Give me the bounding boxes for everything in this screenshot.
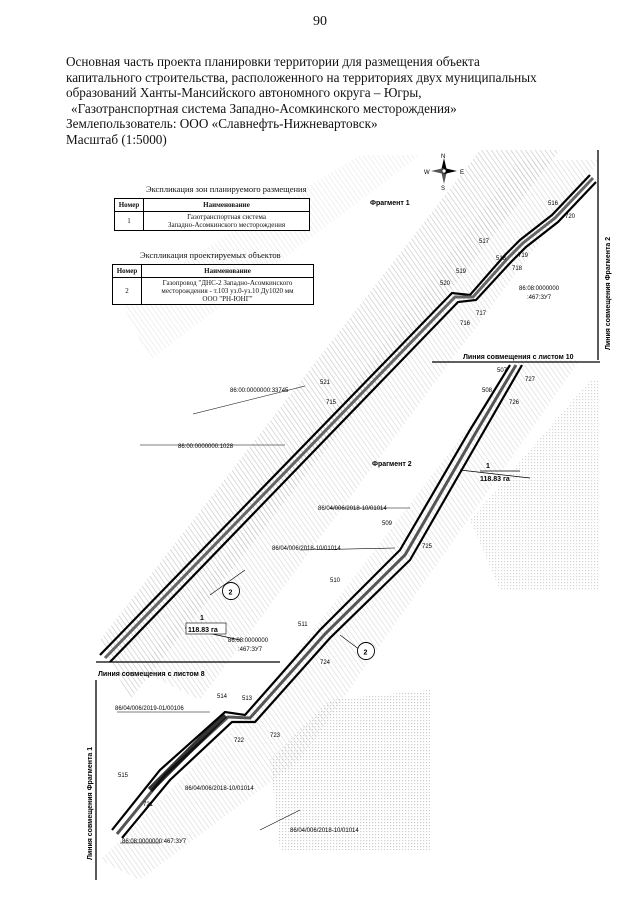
header-line-6: Масштаб (1:5000) xyxy=(66,131,167,147)
match-line-sheet-10: Линия совмещения с листом 10 xyxy=(463,354,574,361)
header-line-3: образований Ханты-Мансийского автономног… xyxy=(66,85,422,101)
point-517: 517 xyxy=(479,239,490,245)
cadastral-6: 86:08:0000000 xyxy=(228,638,269,644)
cadastral-7: 86/04/006/2019-01/00106 xyxy=(115,706,184,712)
zone-marker-top: 1 118.83 га xyxy=(480,463,520,483)
point-511: 511 xyxy=(298,622,308,628)
match-line-sheet-8: Линия совмещения с листом 8 xyxy=(98,671,205,678)
zone-area-top: 118.83 га xyxy=(480,476,510,483)
header-line-5: Землепользователь: ООО «Славнефть-Нижнев… xyxy=(66,116,378,132)
legend-zones-col-name: Наименование xyxy=(143,198,310,212)
point-727: 727 xyxy=(525,377,536,383)
cadastral-2: 86:00:0000000:33745 xyxy=(230,388,289,394)
fragment-1-label: Фрагмент 1 xyxy=(370,200,410,207)
document-header: Основная часть проекта планировки террит… xyxy=(66,54,586,148)
cadastral-labels: 86:08:0000000 :467:ЗУ7 86:00:0000000:337… xyxy=(115,286,560,845)
legend-zones-name-line1: Газотранспортная система xyxy=(187,213,266,221)
compass-s: S xyxy=(441,186,445,192)
cadastral-1: 86:08:0000000 xyxy=(519,286,560,292)
legend-objects-title: Экспликация проектируемых объектов xyxy=(140,250,281,260)
cadastral-1b: :467:ЗУ7 xyxy=(527,295,552,301)
zone-marker-left: 1 118.83 га xyxy=(185,615,227,635)
point-509: 509 xyxy=(382,521,393,527)
point-726: 726 xyxy=(509,400,520,406)
point-510: 510 xyxy=(330,578,341,584)
point-723: 723 xyxy=(270,733,281,739)
point-718: 718 xyxy=(512,266,523,272)
legend-objects-row-name: Газопровод "ДНС-2 Западно-Асомкинского м… xyxy=(141,277,314,305)
header-line-2: капитального строительства, расположенно… xyxy=(66,69,537,85)
point-515: 515 xyxy=(118,773,129,779)
compass-rose-icon: N S W E xyxy=(424,154,464,192)
legend-zones-row-name: Газотранспортная система Западно-Асомкин… xyxy=(143,211,310,231)
point-717: 717 xyxy=(476,311,487,317)
point-720: 720 xyxy=(565,214,576,220)
legend-objects-col-number: Номер xyxy=(112,264,142,278)
legend-objects-name-line2: месторождения - т.103 уз.0-уз.10 Ду1020 … xyxy=(161,287,294,295)
page-number: 90 xyxy=(313,14,327,29)
header-line-1: Основная часть проекта планировки террит… xyxy=(66,54,480,69)
object-marker-b: 2 xyxy=(357,642,375,660)
table-row: 1 Газотранспортная система Западно-Асомк… xyxy=(114,211,310,231)
cadastral-6b: :467:ЗУ7 xyxy=(238,647,263,653)
cadastral-4: 86/04/006/2018-10/01014 xyxy=(318,506,387,512)
leader-lines xyxy=(117,385,410,844)
legend-objects-row-number: 2 xyxy=(112,277,142,305)
cadastral-10: 86:08:0000000:467:ЗУ7 xyxy=(122,839,187,845)
legend-objects-col-name: Наименование xyxy=(141,264,314,278)
compass-e: E xyxy=(460,170,464,176)
cadastral-9: 86/04/006/2018-10/01014 xyxy=(290,828,359,834)
cadastral-5: 86/04/006/2018-10/01014 xyxy=(272,546,341,552)
compass-n: N xyxy=(441,154,445,160)
point-519: 519 xyxy=(456,269,467,275)
point-507: 507 xyxy=(497,368,508,374)
point-518: 518 xyxy=(496,256,507,262)
point-716: 716 xyxy=(460,321,471,327)
compass-w: W xyxy=(424,170,430,176)
fragment-1-frame xyxy=(95,150,600,880)
point-721: 721 xyxy=(143,802,154,808)
point-513: 513 xyxy=(242,696,253,702)
legend-objects-name-line3: ООО "РН-ЮНГ" xyxy=(202,295,253,303)
point-516: 516 xyxy=(548,201,559,207)
point-508: 508 xyxy=(482,388,493,394)
point-labels: 516 720 517 719 518 718 519 520 717 716 … xyxy=(118,201,576,808)
point-724: 724 xyxy=(320,660,331,666)
point-725: 725 xyxy=(422,544,433,550)
point-520: 520 xyxy=(440,281,451,287)
legend-zones-name-line2: Западно-Асомкинского месторождения xyxy=(167,221,286,229)
point-715: 715 xyxy=(326,400,337,406)
cadastral-8: 86/04/006/2018-10/01014 xyxy=(185,786,254,792)
point-719: 719 xyxy=(518,253,529,259)
table-row: 2 Газопровод "ДНС-2 Западно-Асомкинского… xyxy=(112,277,314,305)
legend-zones-row-number: 1 xyxy=(114,211,144,231)
legend-zones-col-number: Номер xyxy=(114,198,144,212)
zone-area-left: 118.83 га xyxy=(188,627,218,634)
legend-objects-name-line1: Газопровод "ДНС-2 Западно-Асомкинского xyxy=(162,279,293,287)
legend-zones-table: Номер Наименование 1 Газотранспортная си… xyxy=(114,198,310,231)
legend-zones-title: Экспликация зон планируемого размещения xyxy=(146,184,307,194)
object-marker-a: 2 xyxy=(222,582,240,600)
fragment-2-label: Фрагмент 2 xyxy=(372,461,412,468)
zone-number-left: 1 xyxy=(200,615,204,622)
point-722: 722 xyxy=(234,738,245,744)
pipeline-corridor-upper xyxy=(99,174,597,663)
cadastral-3: 86:00:0000000:1028 xyxy=(178,444,234,450)
pipeline-corridor-lower xyxy=(111,364,523,839)
object-number-a: 2 xyxy=(229,590,233,597)
point-521: 521 xyxy=(320,380,331,386)
object-number-b: 2 xyxy=(364,650,368,657)
header-line-4: «Газотранспортная система Западно-Асомки… xyxy=(71,100,457,116)
legend-objects-table: Номер Наименование 2 Газопровод "ДНС-2 З… xyxy=(112,264,314,305)
match-line-fragment-2: Линия совмещения Фрагмента 2 xyxy=(605,237,612,350)
point-514: 514 xyxy=(217,694,228,700)
match-line-fragment-1: Линия совмещения Фрагмента 1 xyxy=(87,747,94,860)
zone-number-top: 1 xyxy=(486,463,490,470)
